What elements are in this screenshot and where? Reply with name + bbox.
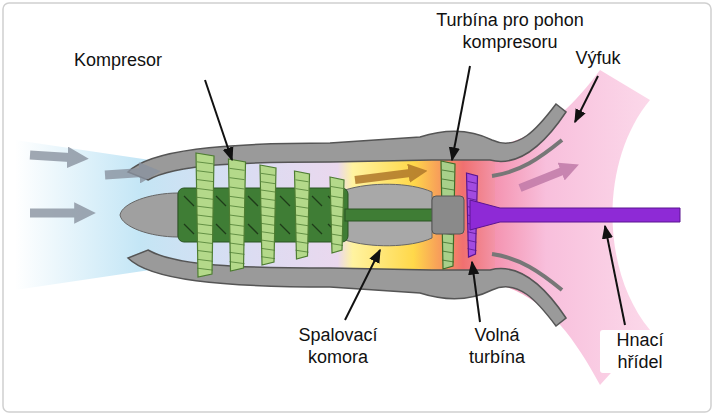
part-label: Hnací hřídel xyxy=(600,330,680,373)
part-label: Turbína pro pohon kompresoru xyxy=(408,10,612,53)
part-label: Volná turbína xyxy=(453,325,541,368)
part-label: Kompresor xyxy=(56,50,180,72)
part-label: Výfuk xyxy=(556,48,640,70)
part-label: Spalovací komora xyxy=(284,325,392,368)
